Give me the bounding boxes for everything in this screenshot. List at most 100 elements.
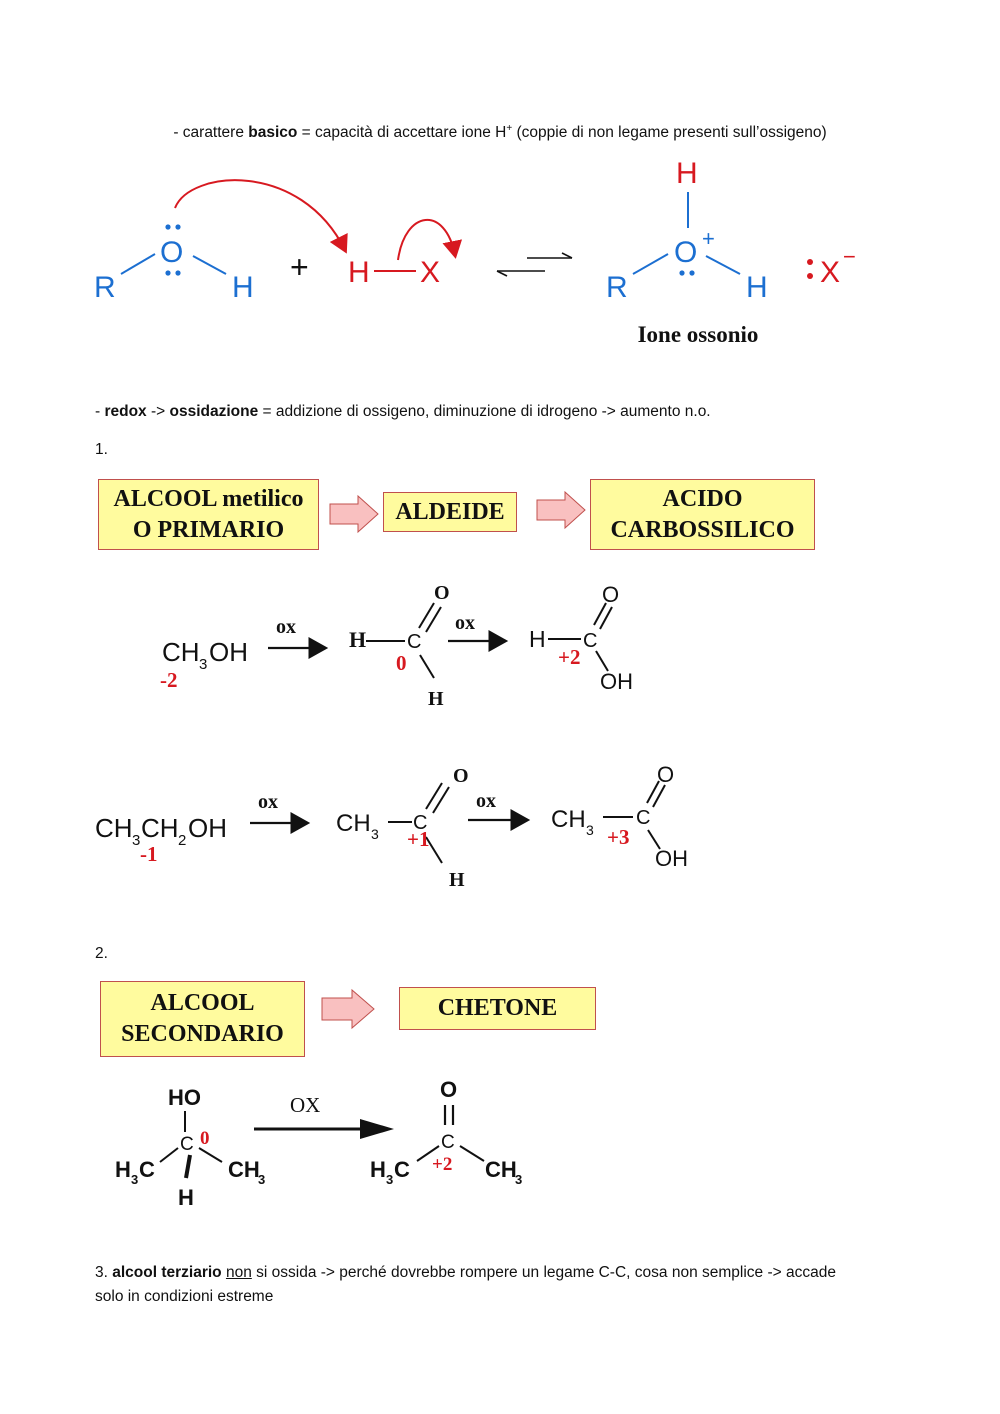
box-primary-alcohol-line2: O PRIMARIO	[132, 516, 285, 543]
formic-h: H	[529, 626, 546, 652]
isopropanol-c: C	[180, 1134, 194, 1155]
box-secondary-line1: ALCOOL	[150, 990, 255, 1016]
ox-label-4: ox	[476, 790, 496, 812]
acetaldehyde-ch: CH	[336, 810, 371, 837]
isopropanol-h: H	[178, 1185, 194, 1210]
tertiary-suffix: si ossida -> perché dovrebbe rompere un …	[251, 1264, 836, 1281]
acetone-h3c-c: C	[394, 1157, 410, 1182]
basic-text: = capacità di accettare ione H	[297, 124, 507, 142]
redox-suffix: = addizione di ossigeno, diminuzione di …	[258, 403, 711, 420]
acetone-h3c-h: H	[370, 1157, 386, 1182]
isopropanol-ox-state: 0	[200, 1128, 210, 1149]
acetone-ch3: CH	[485, 1157, 517, 1182]
ox-label-5: OX	[290, 1093, 320, 1117]
basic-sup: +	[506, 123, 513, 134]
isopropanol-ho: HO	[168, 1085, 201, 1110]
item-1-label: 1.	[95, 441, 108, 458]
box-aldehyde-label: ALDEIDE	[395, 498, 505, 525]
box-primary-alcohol: ALCOOL metilico O PRIMARIO	[98, 479, 319, 550]
oxonium-r: R	[606, 271, 628, 304]
formaldehyde-c: C	[407, 631, 421, 653]
ethanol-sub2: 2	[178, 832, 186, 849]
acetic-sub3: 3	[586, 822, 594, 838]
x-anion-charge: −	[843, 244, 856, 269]
acetic-ox-state: +3	[607, 825, 629, 849]
box-aldehyde: ALDEIDE	[383, 492, 517, 532]
acetaldehyde-o: O	[453, 765, 469, 787]
tertiary-bold: alcool terziario	[112, 1264, 222, 1281]
acetic-c: C	[636, 807, 650, 829]
formic-oh: OH	[600, 669, 633, 694]
acetic-ch: CH	[551, 806, 586, 833]
acetaldehyde-h: H	[449, 869, 465, 891]
flow-arrow-1	[329, 494, 379, 534]
basic-suffix: (coppie di non legame presenti sull’ossi…	[512, 124, 827, 142]
redox-bold: redox	[104, 403, 147, 420]
tertiary-alcohol-line: 3. alcool terziario non si ossida -> per…	[95, 1262, 915, 1284]
methanol-oxidation-diagram: CH 3 OH -2 ox H C O H 0 ox H C O OH +2	[160, 582, 633, 710]
acetone-ox-state: +2	[432, 1154, 452, 1175]
r-label: R	[94, 271, 116, 304]
oxonium-reaction-diagram: R O H + H X H O + R H X − Ione ossonio	[94, 157, 856, 347]
basic-bold: basico	[248, 124, 298, 142]
oxonium-h-top: H	[676, 157, 698, 190]
h-label: H	[232, 271, 254, 304]
plus-sign: +	[290, 249, 309, 285]
methanol-ch: CH	[162, 637, 200, 667]
formaldehyde-o: O	[434, 582, 450, 604]
oxidation-bold: ossidazione	[169, 403, 259, 420]
basic-prefix: - carattere	[173, 124, 249, 142]
formic-ox-state: +2	[558, 645, 580, 669]
formic-c: C	[583, 630, 597, 652]
hx-h-label: H	[348, 256, 370, 289]
isopropanol-ch3-sub: 3	[258, 1172, 265, 1187]
box-secondary-alcohol: ALCOOL SECONDARIO	[100, 981, 305, 1057]
acetic-oh: OH	[655, 846, 688, 871]
curved-arrow-1	[174, 179, 348, 254]
isopropanol-h3c-sub: 3	[131, 1172, 138, 1187]
methanol-sub3: 3	[199, 656, 207, 673]
curved-arrow-2	[397, 219, 463, 261]
ethanol-oh: OH	[188, 813, 227, 843]
acetone-o: O	[440, 1077, 457, 1102]
redox-mid: ->	[146, 403, 170, 420]
ox-label-2: ox	[455, 612, 475, 634]
acetic-o: O	[657, 762, 674, 787]
oxonium-h-right: H	[746, 271, 768, 304]
isopropanol-ch3: CH	[228, 1157, 260, 1182]
acetone-ch3-sub: 3	[515, 1172, 522, 1187]
box-acid-line2: CARBOSSILICO	[610, 516, 795, 543]
methanol-oh: OH	[209, 637, 248, 667]
isopropanol-oxidation-diagram: HO C 0 H 3 C CH 3 H OX O C H 3 C +2 CH 3	[115, 1077, 522, 1210]
tertiary-non: non	[225, 1264, 252, 1281]
box-acid-line1: ACIDO	[662, 485, 743, 512]
tertiary-prefix: 3.	[95, 1264, 113, 1281]
box-ketone-label: CHETONE	[437, 995, 558, 1021]
o-label: O	[160, 236, 183, 269]
box-primary-alcohol-line1: ALCOOL metilico	[113, 485, 304, 512]
ox-label-1: ox	[276, 616, 296, 638]
redox-line: - redox -> ossidazione = addizione di os…	[95, 401, 711, 423]
isopropanol-h3c-c: C	[139, 1157, 155, 1182]
box-ketone: CHETONE	[399, 987, 596, 1030]
ethanol-ch-1: CH	[95, 813, 133, 843]
oxonium-caption: Ione ossonio	[638, 322, 759, 347]
ethanol-ch-2: CH	[141, 813, 179, 843]
ethanol-sub3: 3	[132, 832, 140, 849]
x-anion: X	[820, 256, 840, 289]
acetone-h3c-sub: 3	[386, 1172, 393, 1187]
item-2-label: 2.	[95, 945, 108, 962]
box-secondary-line2: SECONDARIO	[121, 1021, 284, 1047]
acetaldehyde-sub3: 3	[371, 826, 379, 842]
methanol-ox-state: -2	[160, 668, 178, 692]
ethanol-ox-state: -1	[140, 842, 158, 866]
basic-character-line: - carattere basico = capacità di accetta…	[0, 118, 1000, 144]
tertiary-line2: solo in condizioni estreme	[95, 1288, 274, 1305]
formaldehyde-h-left: H	[349, 627, 366, 652]
isopropanol-h3c-h: H	[115, 1157, 131, 1182]
acetone-c: C	[441, 1132, 455, 1153]
acetaldehyde-ox-state: +1	[407, 827, 429, 851]
flow-arrow-3	[321, 988, 375, 1030]
ethanol-oxidation-diagram: CH 3 CH 2 OH -1 ox CH 3 C O H +1 ox CH 3…	[95, 762, 688, 891]
oxonium-o: O	[674, 236, 697, 269]
